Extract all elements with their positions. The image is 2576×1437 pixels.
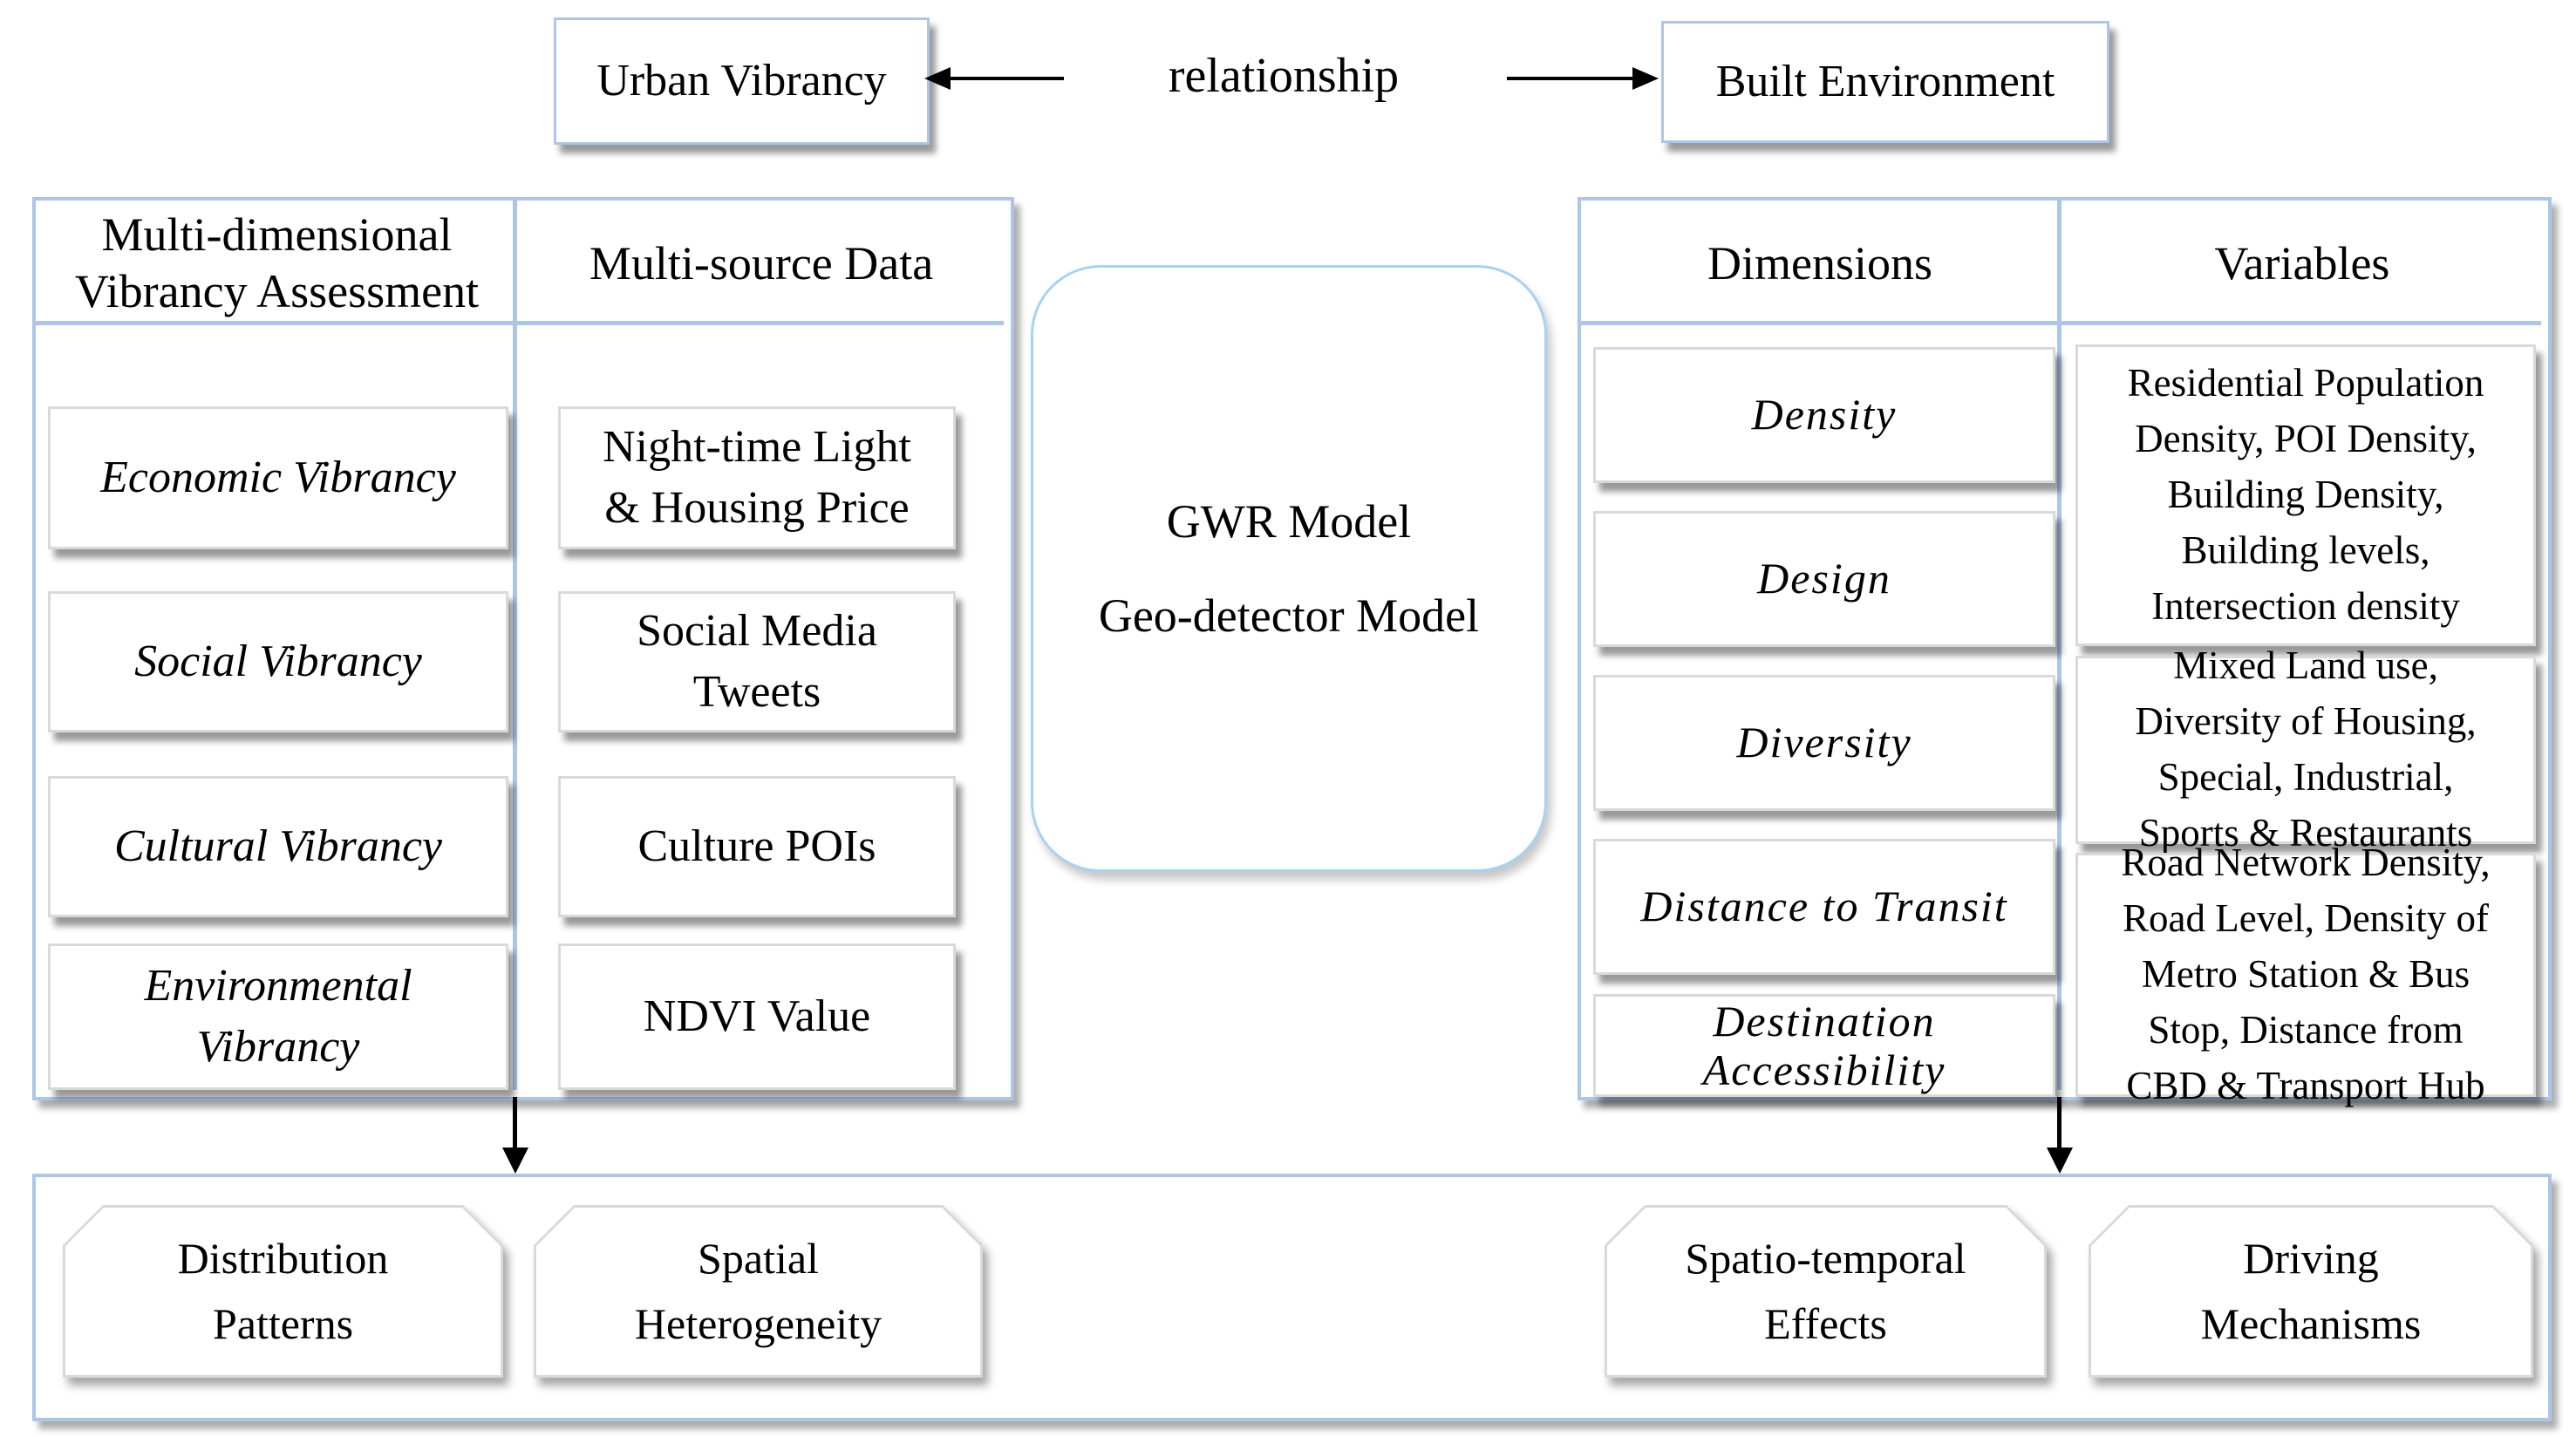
relationship-label: relationship (1168, 49, 1400, 104)
arrow-head-to-built-environment (1632, 67, 1659, 90)
distribution-patterns-box: Distribution Patterns (63, 1205, 503, 1378)
vibrancy-assessment-header-cell: Multi-dimensional Vibrancy Assessment (39, 208, 515, 319)
economic-vibrancy-box: Economic Vibrancy (48, 406, 508, 549)
plaque-face: Spatial Heterogeneity (536, 1208, 980, 1375)
ndvi-value-box: NDVI Value (558, 943, 956, 1090)
density-label: Density (1751, 390, 1898, 439)
ndvi-value-label: NDVI Value (643, 991, 871, 1041)
gwr-model-label: GWR Model (1166, 495, 1412, 548)
plaque-face: Distribution Patterns (65, 1208, 501, 1375)
diversity-variables-text: Mixed Land use, Diversity of Housing, Sp… (2135, 644, 2477, 855)
vibrancy-table-column-divider (513, 201, 517, 1090)
variables-header-cell: Variables (2063, 228, 2541, 298)
distribution-patterns-label: Distribution Patterns (177, 1234, 389, 1348)
density-box: Density (1593, 347, 2055, 483)
spatio-temporal-effects-label: Spatio-temporal Effects (1685, 1234, 1966, 1348)
urban-vibrancy-label: Urban Vibrancy (596, 55, 887, 106)
geo-detector-model-label: Geo-detector Model (1098, 589, 1480, 642)
social-media-tweets-box: Social Media Tweets (558, 591, 956, 732)
distance-to-transit-label: Distance to Transit (1640, 882, 2008, 931)
destination-accessibility-label: Destination Accessibility (1702, 997, 1946, 1094)
built-environment-table-header-divider (1581, 321, 2541, 325)
arrow-line-to-built-environment (1507, 77, 1634, 80)
relationship-label-wrap: relationship (1109, 44, 1458, 110)
built-environment-box: Built Environment (1661, 21, 2109, 143)
spatial-heterogeneity-box: Spatial Heterogeneity (534, 1205, 983, 1378)
distance-to-transit-box: Distance to Transit (1593, 839, 2055, 975)
arrow-line-environment-to-outcomes (2057, 1097, 2061, 1149)
social-vibrancy-label: Social Vibrancy (134, 636, 422, 686)
arrow-line-to-urban-vibrancy (949, 77, 1064, 80)
vibrancy-assessment-header-label: Multi-dimensional Vibrancy Assessment (74, 208, 480, 317)
design-box: Design (1593, 511, 2055, 647)
driving-mechanisms-label: Driving Mechanisms (2200, 1234, 2422, 1348)
dimensions-header-label: Dimensions (1707, 236, 1932, 289)
environmental-vibrancy-box: Environmental Vibrancy (48, 943, 508, 1090)
multi-source-data-header-cell: Multi-source Data (519, 208, 1004, 319)
environmental-vibrancy-label: Environmental Vibrancy (144, 960, 412, 1072)
transit-variables-box: Road Network Density, Road Level, Densit… (2075, 841, 2536, 1107)
arrow-head-vibrancy-to-outcomes (502, 1148, 528, 1174)
plaque-face: Spatio-temporal Effects (1607, 1208, 2044, 1375)
arrow-head-environment-to-outcomes (2047, 1148, 2073, 1174)
nighttime-light-label: Night-time Light & Housing Price (603, 421, 911, 533)
social-vibrancy-box: Social Vibrancy (48, 591, 508, 732)
arrow-line-vibrancy-to-outcomes (513, 1097, 517, 1149)
nighttime-light-box: Night-time Light & Housing Price (558, 406, 956, 549)
density-variables-text: Residential Population Density, POI Dens… (2127, 361, 2484, 628)
cultural-vibrancy-label: Cultural Vibrancy (113, 821, 442, 871)
variables-header-label: Variables (2214, 236, 2390, 289)
gwr-model-box: GWR Model Geo-detector Model (1031, 265, 1547, 872)
built-environment-label: Built Environment (1715, 56, 2055, 106)
vibrancy-table-header-divider (36, 321, 1004, 325)
design-label: Design (1757, 554, 1891, 603)
diversity-label: Diversity (1736, 718, 1912, 767)
diversity-variables-box: Mixed Land use, Diversity of Housing, Sp… (2075, 644, 2536, 855)
driving-mechanisms-box: Driving Mechanisms (2089, 1205, 2533, 1378)
culture-pois-box: Culture POIs (558, 776, 956, 917)
diversity-box: Diversity (1593, 675, 2055, 811)
spatial-heterogeneity-label: Spatial Heterogeneity (634, 1234, 883, 1348)
social-media-tweets-label: Social Media Tweets (637, 605, 877, 717)
destination-accessibility-box: Destination Accessibility (1593, 994, 2055, 1097)
built-environment-table-column-divider (2057, 201, 2061, 1090)
spatio-temporal-effects-box: Spatio-temporal Effects (1605, 1205, 2047, 1378)
dimensions-header-cell: Dimensions (1584, 228, 2055, 298)
multi-source-data-header-label: Multi-source Data (589, 236, 934, 289)
plaque-face: Driving Mechanisms (2091, 1208, 2531, 1375)
arrow-head-to-urban-vibrancy (924, 67, 951, 90)
cultural-vibrancy-box: Cultural Vibrancy (48, 776, 508, 917)
transit-variables-text: Road Network Density, Road Level, Densit… (2121, 841, 2491, 1107)
density-variables-box: Residential Population Density, POI Dens… (2075, 344, 2536, 646)
urban-vibrancy-box: Urban Vibrancy (554, 17, 930, 145)
economic-vibrancy-label: Economic Vibrancy (100, 452, 456, 502)
culture-pois-label: Culture POIs (637, 821, 876, 871)
